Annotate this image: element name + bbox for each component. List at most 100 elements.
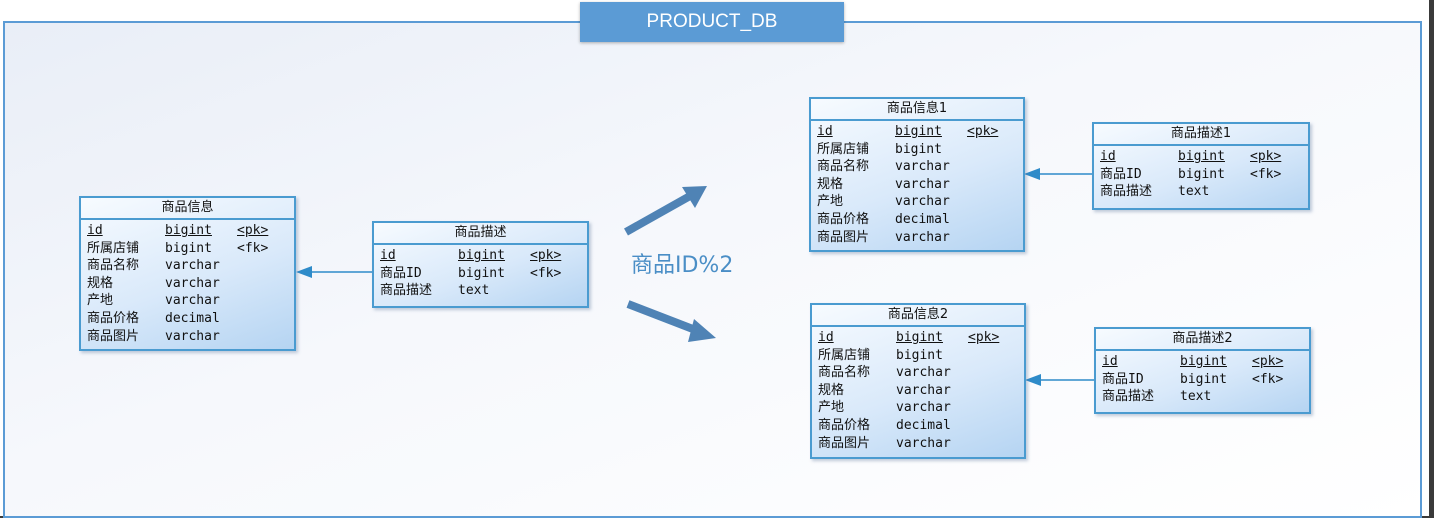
ref-desc2-to-info2: [1025, 374, 1095, 386]
column-name: 商品价格: [818, 417, 871, 433]
ref-desc1-to-info1: [1024, 168, 1093, 180]
column-type: bigint: [1178, 149, 1225, 164]
column-type: varchar: [165, 293, 220, 309]
entity-column-row: id bigint <pk>: [1100, 148, 1308, 166]
ref-desc-to-info: [296, 266, 373, 278]
shard-arrow-down: [626, 300, 716, 342]
entity-title: 商品描述2: [1096, 329, 1309, 351]
column-name: 规格: [818, 382, 845, 398]
column-name: id: [818, 330, 834, 345]
column-name: 商品描述: [1102, 389, 1155, 405]
entity-title: 商品信息: [81, 198, 294, 220]
column-type: varchar: [895, 194, 950, 210]
column-type: varchar: [895, 159, 950, 175]
column-type: varchar: [896, 435, 951, 451]
column-name: id: [1100, 149, 1116, 164]
entity-column-row: 商品描述 text: [1102, 388, 1309, 406]
column-key: <pk>: [237, 223, 269, 238]
entity-column-row: 产地 varchar: [87, 292, 294, 310]
column-name: 商品图片: [818, 435, 871, 451]
column-type: decimal: [165, 310, 220, 326]
column-type: bigint: [1180, 354, 1227, 369]
entity-title: 商品信息1: [811, 99, 1023, 121]
database-title: PRODUCT_DB: [580, 2, 844, 42]
column-type: bigint: [896, 347, 943, 363]
column-name: id: [380, 248, 396, 263]
column-type: varchar: [896, 365, 951, 381]
column-key: <fk>: [1250, 166, 1282, 182]
column-key: <pk>: [530, 248, 562, 263]
column-type: varchar: [895, 176, 950, 192]
column-type: bigint: [1178, 166, 1225, 182]
column-name: 商品名称: [818, 365, 871, 381]
column-type: varchar: [896, 400, 951, 416]
column-type: text: [1180, 389, 1212, 405]
column-key: <pk>: [1250, 149, 1282, 164]
entity-title: 商品描述1: [1094, 124, 1308, 146]
shard-rule-label: 商品ID%2: [631, 253, 734, 278]
column-name: id: [817, 124, 833, 139]
column-key: <pk>: [967, 124, 999, 139]
column-name: 产地: [817, 194, 844, 210]
entity-column-row: 商品图片 varchar: [818, 435, 1024, 453]
column-name: 所属店铺: [818, 347, 871, 363]
column-type: decimal: [895, 211, 950, 227]
column-name: 商品名称: [817, 159, 870, 175]
column-type: bigint: [165, 240, 212, 256]
entity-column-row: 所属店铺 bigint <fk>: [87, 240, 294, 258]
entity-title: 商品信息2: [812, 305, 1024, 327]
column-name: 规格: [87, 275, 114, 291]
column-type: bigint: [895, 124, 942, 139]
column-name: 产地: [87, 293, 114, 309]
entity-column-row: 产地 varchar: [817, 193, 1023, 211]
column-name: 所属店铺: [817, 141, 870, 157]
column-type: varchar: [165, 275, 220, 291]
column-name: 商品描述: [1100, 184, 1153, 200]
column-type: decimal: [896, 417, 951, 433]
entity-column-row: 规格 varchar: [87, 275, 294, 293]
column-type: varchar: [896, 382, 951, 398]
column-type: bigint: [165, 223, 212, 238]
column-name: 商品名称: [87, 258, 140, 274]
entity-title: 商品描述: [374, 223, 587, 245]
column-key: <fk>: [237, 240, 269, 256]
column-key: <pk>: [968, 330, 1000, 345]
column-name: id: [1102, 354, 1118, 369]
column-name: 商品图片: [87, 328, 140, 344]
entity-column-row: 商品名称 varchar: [818, 364, 1024, 382]
entity-column-row: 所属店铺 bigint: [818, 347, 1024, 365]
entity-column-row: 商品名称 varchar: [817, 158, 1023, 176]
entity-column-row: 规格 varchar: [818, 382, 1024, 400]
entity-column-row: 规格 varchar: [817, 176, 1023, 194]
column-name: 规格: [817, 176, 844, 192]
column-name: 所属店铺: [87, 240, 140, 256]
